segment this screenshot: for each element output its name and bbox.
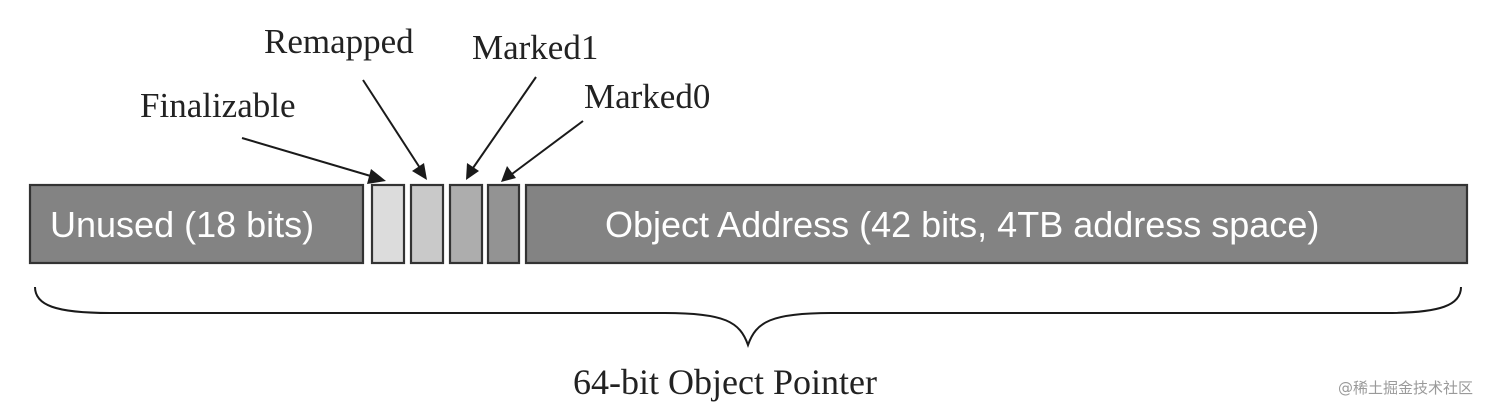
finalizable-arrow xyxy=(241,137,386,184)
marked0-label: Marked0 xyxy=(584,77,710,116)
marked0-bit xyxy=(486,183,521,265)
finalizable-label: Finalizable xyxy=(140,86,296,125)
unused-bits-segment xyxy=(28,183,365,265)
pointer-brace xyxy=(34,286,1462,349)
marked1-arrow xyxy=(466,76,537,180)
marked0-arrow xyxy=(501,120,584,182)
finalizable-bit xyxy=(370,183,406,265)
remapped-arrow xyxy=(362,79,427,180)
remapped-label: Remapped xyxy=(264,22,414,61)
pointer-caption: 64-bit Object Pointer xyxy=(573,362,877,402)
marked1-bit xyxy=(448,183,484,265)
marked1-label: Marked1 xyxy=(472,28,598,67)
watermark-text: @稀土掘金技术社区 xyxy=(1338,379,1473,397)
unused-bits-label: Unused (18 bits) xyxy=(50,204,314,245)
object-address-label: Object Address (42 bits, 4TB address spa… xyxy=(605,204,1319,245)
remapped-bit xyxy=(409,183,445,265)
object-address-segment xyxy=(524,183,1469,265)
